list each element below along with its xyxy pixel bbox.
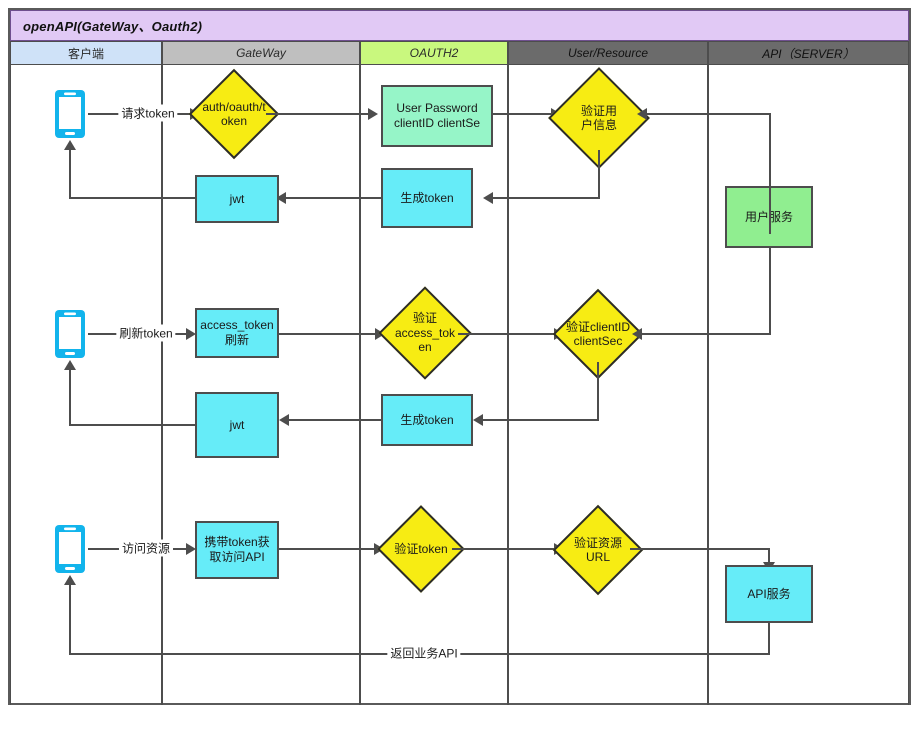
smartphone-icon [54,309,86,359]
edge-userservice-to-verifyuser [647,113,771,115]
arrowhead-left [483,192,493,204]
edge-gentoken-to-jwt-2 [289,419,381,421]
edge-userpw-to-verifyuser [493,113,553,115]
lane-body-oauth2 [360,65,508,705]
lane-header-gateway: GateWay [162,41,360,65]
edge-jwt-up-2 [69,370,71,426]
node-carry-token-access-api: 携带token获取访问API [195,521,279,579]
lane-label: API（SERVER） [762,46,855,61]
arrowhead-up [64,140,76,150]
lane-label: 客户端 [67,46,104,61]
smartphone-icon [54,89,86,139]
arrowhead-left [637,108,647,120]
node-label: API服务 [747,586,791,601]
arrowhead-right [190,108,200,120]
edge-carry-to-verifytoken [279,548,376,550]
arrowhead-right [186,328,196,340]
node-label: 生成token [400,412,454,427]
edge-refresh-to-verify [279,333,377,335]
edge-label-request-token: 请求token [118,104,178,122]
node-generate-token-1: 生成token [381,168,473,228]
arrowhead-right [554,328,564,340]
diagram-title: openAPI(GateWay、Oauth2) [10,10,909,41]
edge-auth-to-userpw [266,113,370,115]
arrowhead-up [64,575,76,585]
edge-verifyuser-down [598,150,600,199]
edge-verifyurl-down-apiservice [768,548,770,564]
arrowhead-right [554,543,564,555]
node-label: 生成token [400,190,454,205]
arrowhead-up [64,360,76,370]
arrowhead-left [279,414,289,426]
lane-label: User/Resource [567,46,649,60]
lane-body-client [10,65,162,705]
edge-label-return-business-api: 返回业务API [387,644,461,662]
node-generate-token-2: 生成token [381,394,473,446]
node-label: jwt [229,191,245,206]
node-label: jwt [229,417,245,432]
node-label: 用户服务 [745,210,793,225]
edge-verifytoken-to-verifyurl [452,548,556,550]
edge-gentoken-to-jwt-1 [286,197,381,199]
edge-jwt-to-phone-1 [69,197,195,199]
edge-verifyclient-down [597,362,599,421]
node-label: 携带token获取访问API [204,535,270,564]
lane-header-client: 客户端 [10,41,162,65]
node-api-service: API服务 [725,565,813,623]
edge-verifyurl-to-apiservice [630,548,770,550]
smartphone-icon [54,524,86,574]
arrowhead-left [473,414,483,426]
arrowhead-right [551,108,561,120]
edge-spine-to-verifyclient [642,333,771,335]
arrowhead-left [276,192,286,204]
lane-body-api-server [708,65,909,705]
edge-verifyclient-to-gentoken [483,419,599,421]
lane-header-user-resource: User/Resource [508,41,708,65]
edge-label-access-resource: 访问资源 [118,539,174,557]
edge-label-refresh-token: 刷新token [116,324,176,342]
edge-apiservice-down [768,623,770,655]
edge-verifyaccess-to-verifyclient [458,333,556,335]
edge-userservice-spine-lower [769,248,771,334]
lane-label: OAUTH2 [409,46,459,60]
arrowhead-right [368,108,378,120]
edge-jwt-up-1 [69,150,71,199]
arrowhead-right [186,543,196,555]
lane-header-oauth2: OAUTH2 [360,41,508,65]
arrowhead-left [632,328,642,340]
edge-userservice-spine [769,113,771,234]
lane-label: GateWay [236,46,286,60]
edge-return-up-to-phone [69,585,71,655]
lane-header-api-server: API（SERVER） [708,41,909,65]
arrowhead-right [374,543,384,555]
edge-verifyuser-to-gentoken [493,197,600,199]
node-jwt-2: jwt [195,392,279,458]
lane-body-gateway [162,65,360,705]
node-jwt-1: jwt [195,175,279,223]
lane-body-user-resource [508,65,708,705]
edge-jwt-to-phone-2 [69,424,195,426]
arrowhead-right [375,328,385,340]
